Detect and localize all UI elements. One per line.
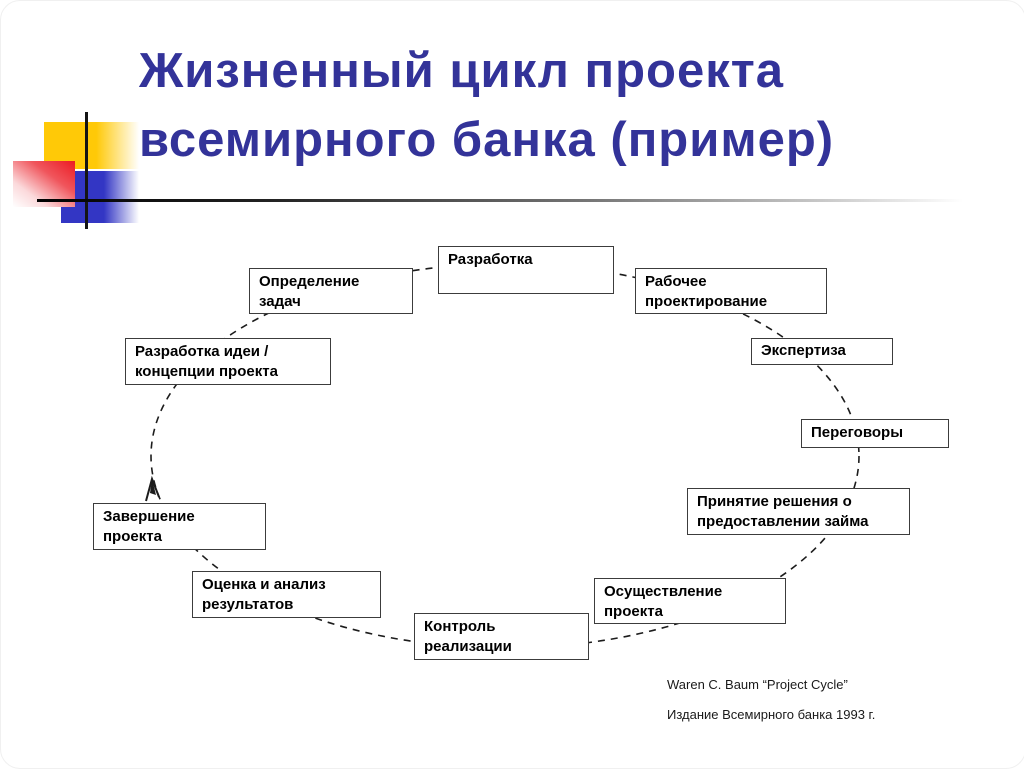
- stage-label: Контроль: [424, 618, 496, 635]
- stage-box-implementation: Осуществление проекта: [594, 578, 786, 624]
- stage-box-detailed-design: Рабочее проектирование: [635, 268, 827, 314]
- stage-box-idea-concept: Разработка идеи / концепции проекта: [125, 338, 331, 385]
- stage-box-loan-decision: Принятие решения о предоставлении займа: [687, 488, 910, 535]
- flow-arrowhead-fill: [150, 479, 156, 495]
- stage-label: Принятие решения о: [697, 493, 852, 510]
- page-title: Жизненный цикл проекта всемирного банка …: [139, 37, 999, 175]
- stage-label: проектирование: [645, 293, 768, 310]
- stage-label: предоставлении займа: [697, 513, 869, 530]
- stage-box-evaluation: Оценка и анализ результатов: [192, 571, 381, 618]
- page-title-line-1: Жизненный цикл проекта: [139, 44, 784, 98]
- stage-label: концепции проекта: [135, 363, 278, 380]
- stage-label: проекта: [604, 603, 663, 620]
- stage-label: реализации: [424, 638, 512, 655]
- stage-box-negotiations: Переговоры: [801, 419, 949, 448]
- stage-label: Завершение: [103, 508, 195, 525]
- stage-label: Разработка: [448, 251, 533, 268]
- stage-box-appraisal: Экспертиза: [751, 338, 893, 365]
- stage-label: Оценка и анализ: [202, 576, 326, 593]
- stage-box-monitoring: Контроль реализации: [414, 613, 589, 660]
- credit-publisher: Издание Всемирного банка 1993 г.: [667, 707, 876, 722]
- stage-box-development: Разработка: [438, 246, 614, 294]
- stage-label: Рабочее: [645, 273, 707, 290]
- stage-box-completion: Завершение проекта: [93, 503, 266, 550]
- stage-label: Осуществление: [604, 583, 723, 600]
- credit-source: Waren C. Baum “Project Cycle”: [667, 677, 848, 692]
- stage-label: Переговоры: [811, 424, 903, 441]
- page-title-line-2: всемирного банка (пример): [139, 113, 835, 167]
- stage-label: Экспертиза: [761, 342, 846, 359]
- stage-label: задач: [259, 293, 301, 310]
- stage-label: проекта: [103, 528, 162, 545]
- title-underline: [37, 199, 963, 202]
- stage-label: Разработка идеи /: [135, 343, 269, 360]
- stage-label: Определение: [259, 273, 360, 290]
- stage-box-task-definition: Определение задач: [249, 268, 413, 314]
- stage-label: результатов: [202, 596, 294, 613]
- deco-vertical-line: [85, 112, 88, 229]
